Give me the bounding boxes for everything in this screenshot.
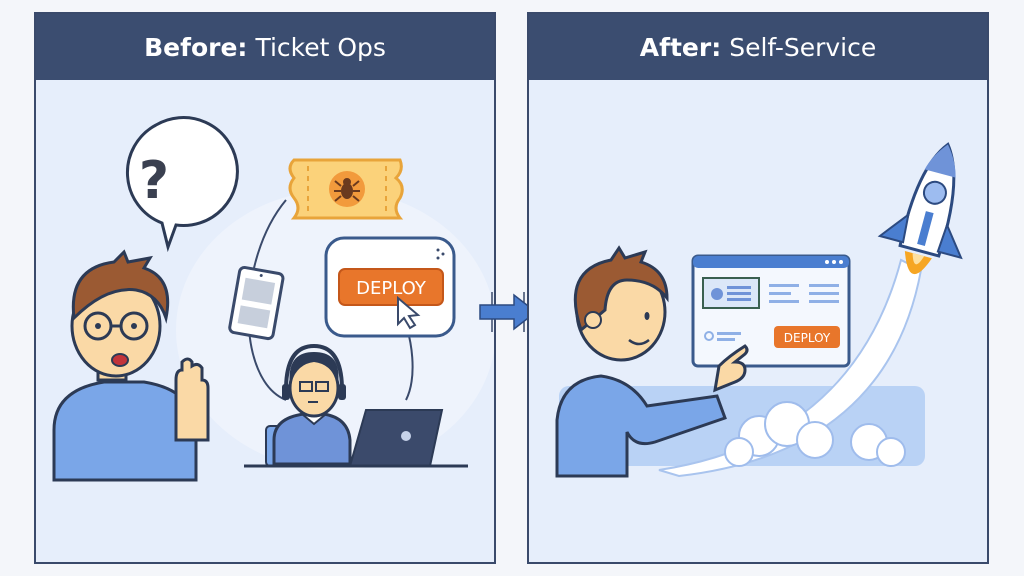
after-scene: DEPLOY	[529, 80, 987, 562]
happy-user	[555, 245, 749, 478]
after-title-rest: Self-Service	[729, 32, 877, 62]
headset-icon	[284, 343, 344, 391]
arrow-right-icon	[479, 293, 538, 331]
deploy-button-label: DEPLOY	[356, 278, 427, 299]
rocket-icon	[877, 142, 963, 275]
speech-bubble: ?	[125, 116, 239, 253]
support-agent	[244, 343, 468, 468]
cursor-icon	[397, 295, 421, 330]
after-panel-header: After: Self-Service	[529, 14, 987, 80]
deploy-button[interactable]	[774, 326, 840, 348]
deploy-button-label: DEPLOY	[784, 331, 831, 345]
before-panel: Before: Ticket Ops ?	[34, 12, 496, 564]
clouds	[724, 401, 906, 467]
glasses-icon	[83, 311, 149, 341]
bug-icon	[334, 178, 360, 202]
question-mark-icon: ?	[139, 151, 169, 211]
bug-ticket	[288, 158, 404, 220]
tablet-icon	[228, 266, 285, 341]
after-panel: After: Self-Service	[527, 12, 989, 564]
before-title-rest: Ticket Ops	[255, 32, 386, 62]
before-scene: ?	[36, 80, 494, 562]
deploy-button[interactable]	[338, 268, 444, 306]
before-panel-header: Before: Ticket Ops	[36, 14, 494, 80]
after-title-bold: After:	[639, 32, 722, 62]
deploy-popup: DEPLOY	[324, 236, 456, 338]
before-title-bold: Before:	[144, 32, 248, 62]
laptop-icon	[348, 409, 444, 467]
transition-arrow	[478, 292, 538, 332]
confused-user	[52, 249, 210, 482]
self-service-dashboard: DEPLOY	[691, 254, 851, 368]
